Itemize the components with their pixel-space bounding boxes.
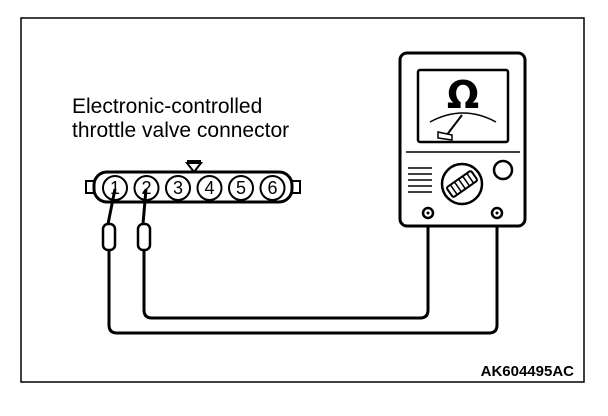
connector-pin-5 xyxy=(228,175,254,201)
meter-scale-arc xyxy=(429,112,497,123)
ohm-symbol: Ω xyxy=(447,73,479,117)
connector-pins: 1 2 3 4 5 6 xyxy=(102,175,286,201)
wire-pin1-to-meter xyxy=(107,218,499,335)
connector-lock-mark xyxy=(184,162,204,174)
connector-pin-1 xyxy=(102,175,128,201)
probe-2-tip xyxy=(136,222,152,252)
probe-2 xyxy=(136,188,152,252)
figure-code: AK604495AC xyxy=(481,363,575,380)
wire-pin2-to-meter xyxy=(142,218,430,320)
connector-label-line1: Electronic-controlled xyxy=(72,95,262,118)
connector-pin-label-1: 1 xyxy=(110,178,120,198)
connector-pin-3 xyxy=(165,175,191,201)
connector-pin-label-6: 6 xyxy=(267,178,277,198)
connector-pin-label-2: 2 xyxy=(141,178,151,198)
connector-pin-6 xyxy=(259,175,286,201)
connector-pin-label-3: 3 xyxy=(173,178,183,198)
range-marks xyxy=(408,167,432,193)
probe-1-tip xyxy=(101,222,117,252)
connector-pin-4 xyxy=(196,175,223,201)
ohmmeter: Ω xyxy=(398,51,527,228)
zero-adjust-knob xyxy=(492,159,514,181)
figure-frame xyxy=(20,17,585,383)
connector-pin-label-4: 4 xyxy=(204,178,214,198)
selector-knob xyxy=(446,170,478,198)
connector-label-line2: throttle valve connector xyxy=(72,119,289,142)
throttle-valve-connector: 1 2 3 4 5 6 xyxy=(85,160,301,204)
ohmmeter-display xyxy=(416,68,510,144)
meter-needle xyxy=(445,114,463,137)
connector-pin-label-5: 5 xyxy=(236,178,246,198)
